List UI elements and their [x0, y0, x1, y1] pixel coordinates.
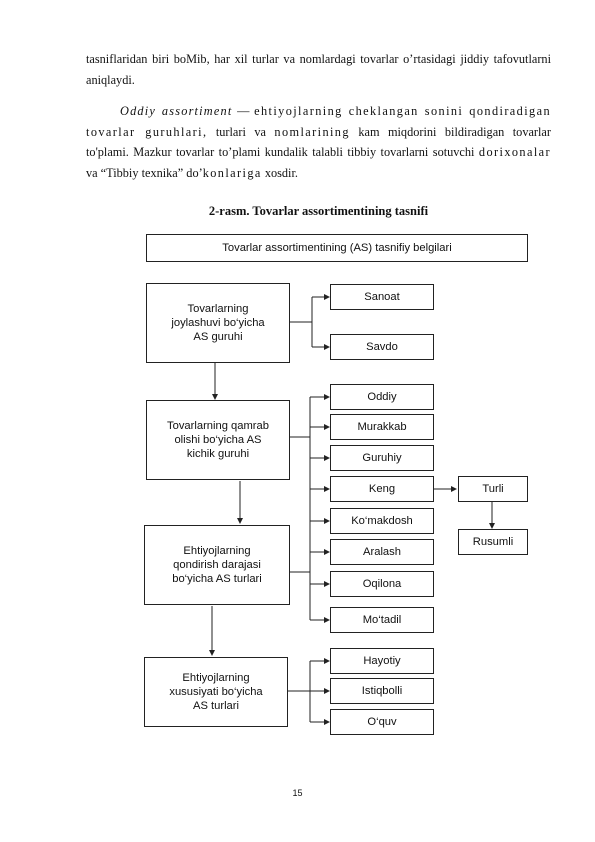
item-komakdosh: Ko‘makdosh: [330, 508, 434, 534]
item-motadil: Mo‘tadil: [330, 607, 434, 633]
item-istiqbolli: Istiqbolli: [330, 678, 434, 704]
text-part: va “Tibbiy texnika” do’: [86, 165, 203, 180]
paragraph-definition: Oddiy assortiment — ehtiyojlarning chekl…: [86, 101, 551, 183]
text-part: ehtiyojlarning cheklangan sonini qondira…: [86, 104, 551, 139]
item-rusumli: Rusumli: [458, 529, 528, 555]
group-box-joylashuv: Tovarlarning joylashuvi bo‘yicha AS guru…: [146, 283, 290, 363]
item-oqilona: Oqilona: [330, 571, 434, 597]
text-part: nomlarining: [274, 124, 350, 139]
item-sanoat: Sanoat: [330, 284, 434, 310]
group-box-qamrab-olish: Tovarlarning qamrab olishi bo‘yicha AS k…: [146, 400, 290, 480]
classification-diagram: Tovarlar assortimentining (AS) tasnifiy …: [140, 225, 535, 745]
group-box-xususiyat: Ehtiyojlarning xususiyati bo‘yicha AS tu…: [144, 657, 288, 727]
page-number: 15: [292, 788, 303, 798]
item-keng: Keng: [330, 476, 434, 502]
figure-caption: 2-rasm. Tovarlar assortimentining tasnif…: [208, 204, 429, 218]
dash: —: [232, 104, 255, 118]
text-part: turlari va: [207, 124, 275, 139]
connector-lines: [209, 294, 495, 725]
item-guruhiy: Guruhiy: [330, 445, 434, 471]
item-savdo: Savdo: [330, 334, 434, 360]
item-oddiy: Oddiy: [330, 384, 434, 410]
item-turli: Turli: [458, 476, 528, 502]
text-part: xosdir.: [261, 165, 298, 180]
group-box-qondirish-darajasi: Ehtiyojlarning qondirish darajasi bo‘yic…: [144, 525, 290, 605]
text-part: konlariga: [202, 165, 262, 180]
paragraph-intro: tasniflaridan biri boMib, har xil turlar…: [86, 52, 551, 87]
item-murakkab: Murakkab: [330, 414, 434, 440]
header-box: Tovarlar assortimentining (AS) tasnifiy …: [146, 234, 528, 262]
term-oddiy-assortiment: Oddiy assortiment: [120, 104, 233, 118]
item-aralash: Aralash: [330, 539, 434, 565]
item-oquv: O‘quv: [330, 709, 434, 735]
text-part: dorixonalar: [478, 145, 551, 159]
text-part: kam miqdorini bildiradigan tovarlar to'p…: [86, 124, 551, 160]
item-hayotiy: Hayotiy: [330, 648, 434, 674]
